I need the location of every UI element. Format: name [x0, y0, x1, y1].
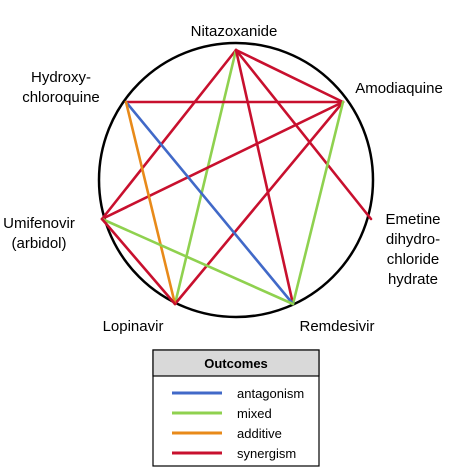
- edge-nitazoxanide-remdesivir: [234, 48, 295, 306]
- node-label-hydroxychloroquine: Hydroxy-chloroquine: [22, 69, 100, 106]
- node-label-lopinavir: Lopinavir: [103, 318, 164, 335]
- node-label-line: Nitazoxanide: [191, 23, 278, 40]
- edge-amodiaquine-lopinavir: [173, 100, 345, 306]
- node-label-umifenovir: Umifenovir (arbidol): [3, 215, 75, 252]
- legend-label-mixed: mixed: [237, 406, 272, 421]
- node-label-amodiaquine: Amodiaquine: [355, 80, 443, 97]
- node-label-remdesivir: Remdesivir: [299, 318, 374, 335]
- legend-title: Outcomes: [204, 356, 268, 371]
- legend-items: antagonism mixed additive synergism: [172, 386, 304, 461]
- node-label-nitazoxanide: Nitazoxanide: [191, 23, 278, 40]
- node-label-line: Lopinavir: [103, 318, 164, 335]
- edge-hydroxychloroquine-lopinavir: [124, 100, 177, 306]
- edge-umifenovir-remdesivir: [100, 217, 295, 306]
- node-label-line: Umifenovir: [3, 215, 75, 232]
- edge-hydroxychloroquine-remdesivir: [124, 100, 295, 306]
- node-label-line: Hydroxy-: [31, 69, 91, 86]
- node-label-line: Remdesivir: [299, 318, 374, 335]
- edge-umifenovir-lopinavir: [100, 217, 177, 306]
- edge-nitazoxanide-amodiaquine: [234, 48, 345, 104]
- legend-label-antagonism: antagonism: [237, 386, 304, 401]
- node-label-line: dihydro-: [386, 231, 440, 248]
- node-label-line: Emetine: [385, 211, 440, 228]
- edge-nitazoxanide-umifenovir: [100, 48, 238, 221]
- node-label-line: hydrate: [388, 271, 438, 288]
- legend-header: [152, 349, 320, 377]
- node-label-line: (arbidol): [11, 235, 66, 252]
- edge-amodiaquine-remdesivir: [291, 100, 345, 306]
- edge-amodiaquine-umifenovir: [100, 100, 345, 221]
- legend-label-synergism: synergism: [237, 446, 296, 461]
- node-label-line: chloride: [387, 251, 440, 268]
- interaction-edges: [100, 48, 373, 306]
- node-label-line: Amodiaquine: [355, 80, 443, 97]
- edge-nitazoxanide-emetine: [234, 48, 373, 221]
- node-label-emetine: Emetine dihydro-chloride hydrate: [385, 211, 440, 288]
- legend-label-additive: additive: [237, 426, 282, 441]
- outcomes-legend: Outcomes antagonism mixed additive synergis…: [152, 349, 320, 467]
- node-label-line: chloroquine: [22, 89, 100, 106]
- interaction-circle: [97, 41, 375, 319]
- edge-nitazoxanide-lopinavir: [173, 48, 238, 306]
